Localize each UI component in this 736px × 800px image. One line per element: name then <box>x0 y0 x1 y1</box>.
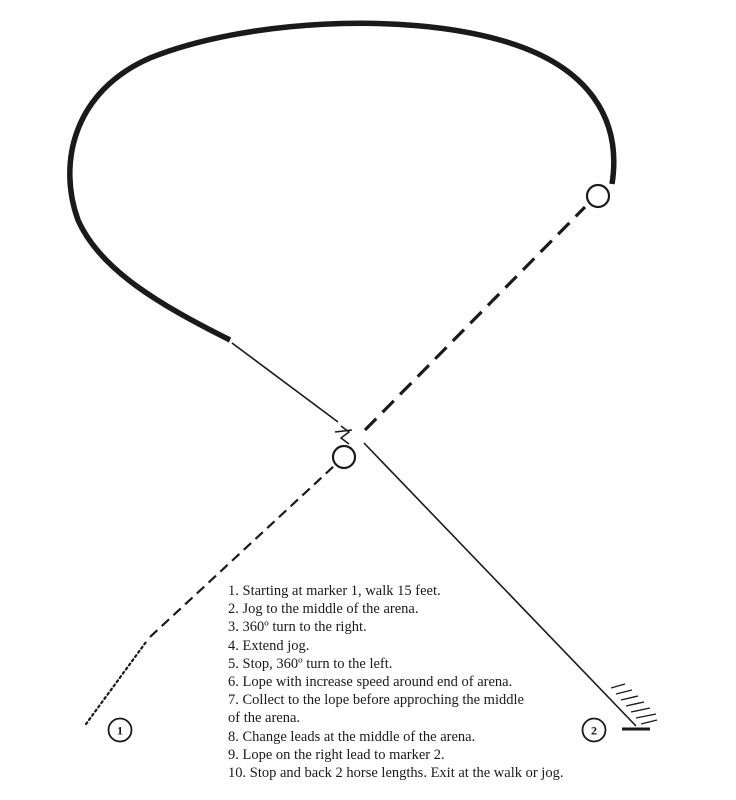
instruction-step: 10. Stop and back 2 horse lengths. Exit … <box>228 764 628 782</box>
lope-loop-path <box>67 20 617 343</box>
instruction-step: 1. Starting at marker 1, walk 15 feet. <box>228 582 628 600</box>
instruction-step: 7. Collect to the lope before approching… <box>228 691 628 727</box>
middle-turn-circle <box>331 444 357 470</box>
collected-lope-path <box>231 342 339 423</box>
jog-path <box>149 465 335 638</box>
marker-1-label: 1 <box>117 724 123 738</box>
instruction-text: 2. Jog to the middle of the arena. <box>228 601 419 618</box>
upper-turn-circle <box>585 183 611 209</box>
walk-path <box>84 640 148 726</box>
pattern-instructions: 1. Starting at marker 1, walk 15 feet. 2… <box>228 582 628 782</box>
instruction-text: 4. Extend jog. <box>228 637 310 654</box>
marker-2-label: 2 <box>591 724 597 738</box>
instruction-step: 9. Lope on the right lead to marker 2. <box>228 746 628 764</box>
instruction-text-continuation: of the arena. <box>228 710 301 727</box>
instruction-text: 10. Stop and back 2 horse lengths. Exit … <box>228 765 564 782</box>
instruction-text: 5. Stop, 360º turn to the left. <box>228 655 393 672</box>
lead-change-mark <box>334 425 353 445</box>
instruction-text: 7. Collect to the lope before approching… <box>228 692 524 709</box>
extended-jog-path <box>363 205 587 432</box>
instruction-text: 8. Change leads at the middle of the are… <box>228 728 476 745</box>
instruction-text: 3. 360º turn to the right. <box>228 619 367 636</box>
marker-2: 2 <box>581 717 607 743</box>
stop-and-back-mark <box>610 683 658 731</box>
instruction-text: 6. Lope with increase speed around end o… <box>228 674 513 691</box>
instruction-step: 2. Jog to the middle of the arena. <box>228 600 628 618</box>
instruction-step: 6. Lope with increase speed around end o… <box>228 673 628 691</box>
instruction-step: 3. 360º turn to the right. <box>228 618 628 636</box>
right-lead-lope-path <box>363 442 637 727</box>
marker-1: 1 <box>107 717 133 743</box>
instruction-step: 8. Change leads at the middle of the are… <box>228 728 628 746</box>
instruction-step: 4. Extend jog. <box>228 637 628 655</box>
instruction-step: 5. Stop, 360º turn to the left. <box>228 655 628 673</box>
instruction-text: 9. Lope on the right lead to marker 2. <box>228 746 445 763</box>
instruction-text: 1. Starting at marker 1, walk 15 feet. <box>228 583 441 599</box>
